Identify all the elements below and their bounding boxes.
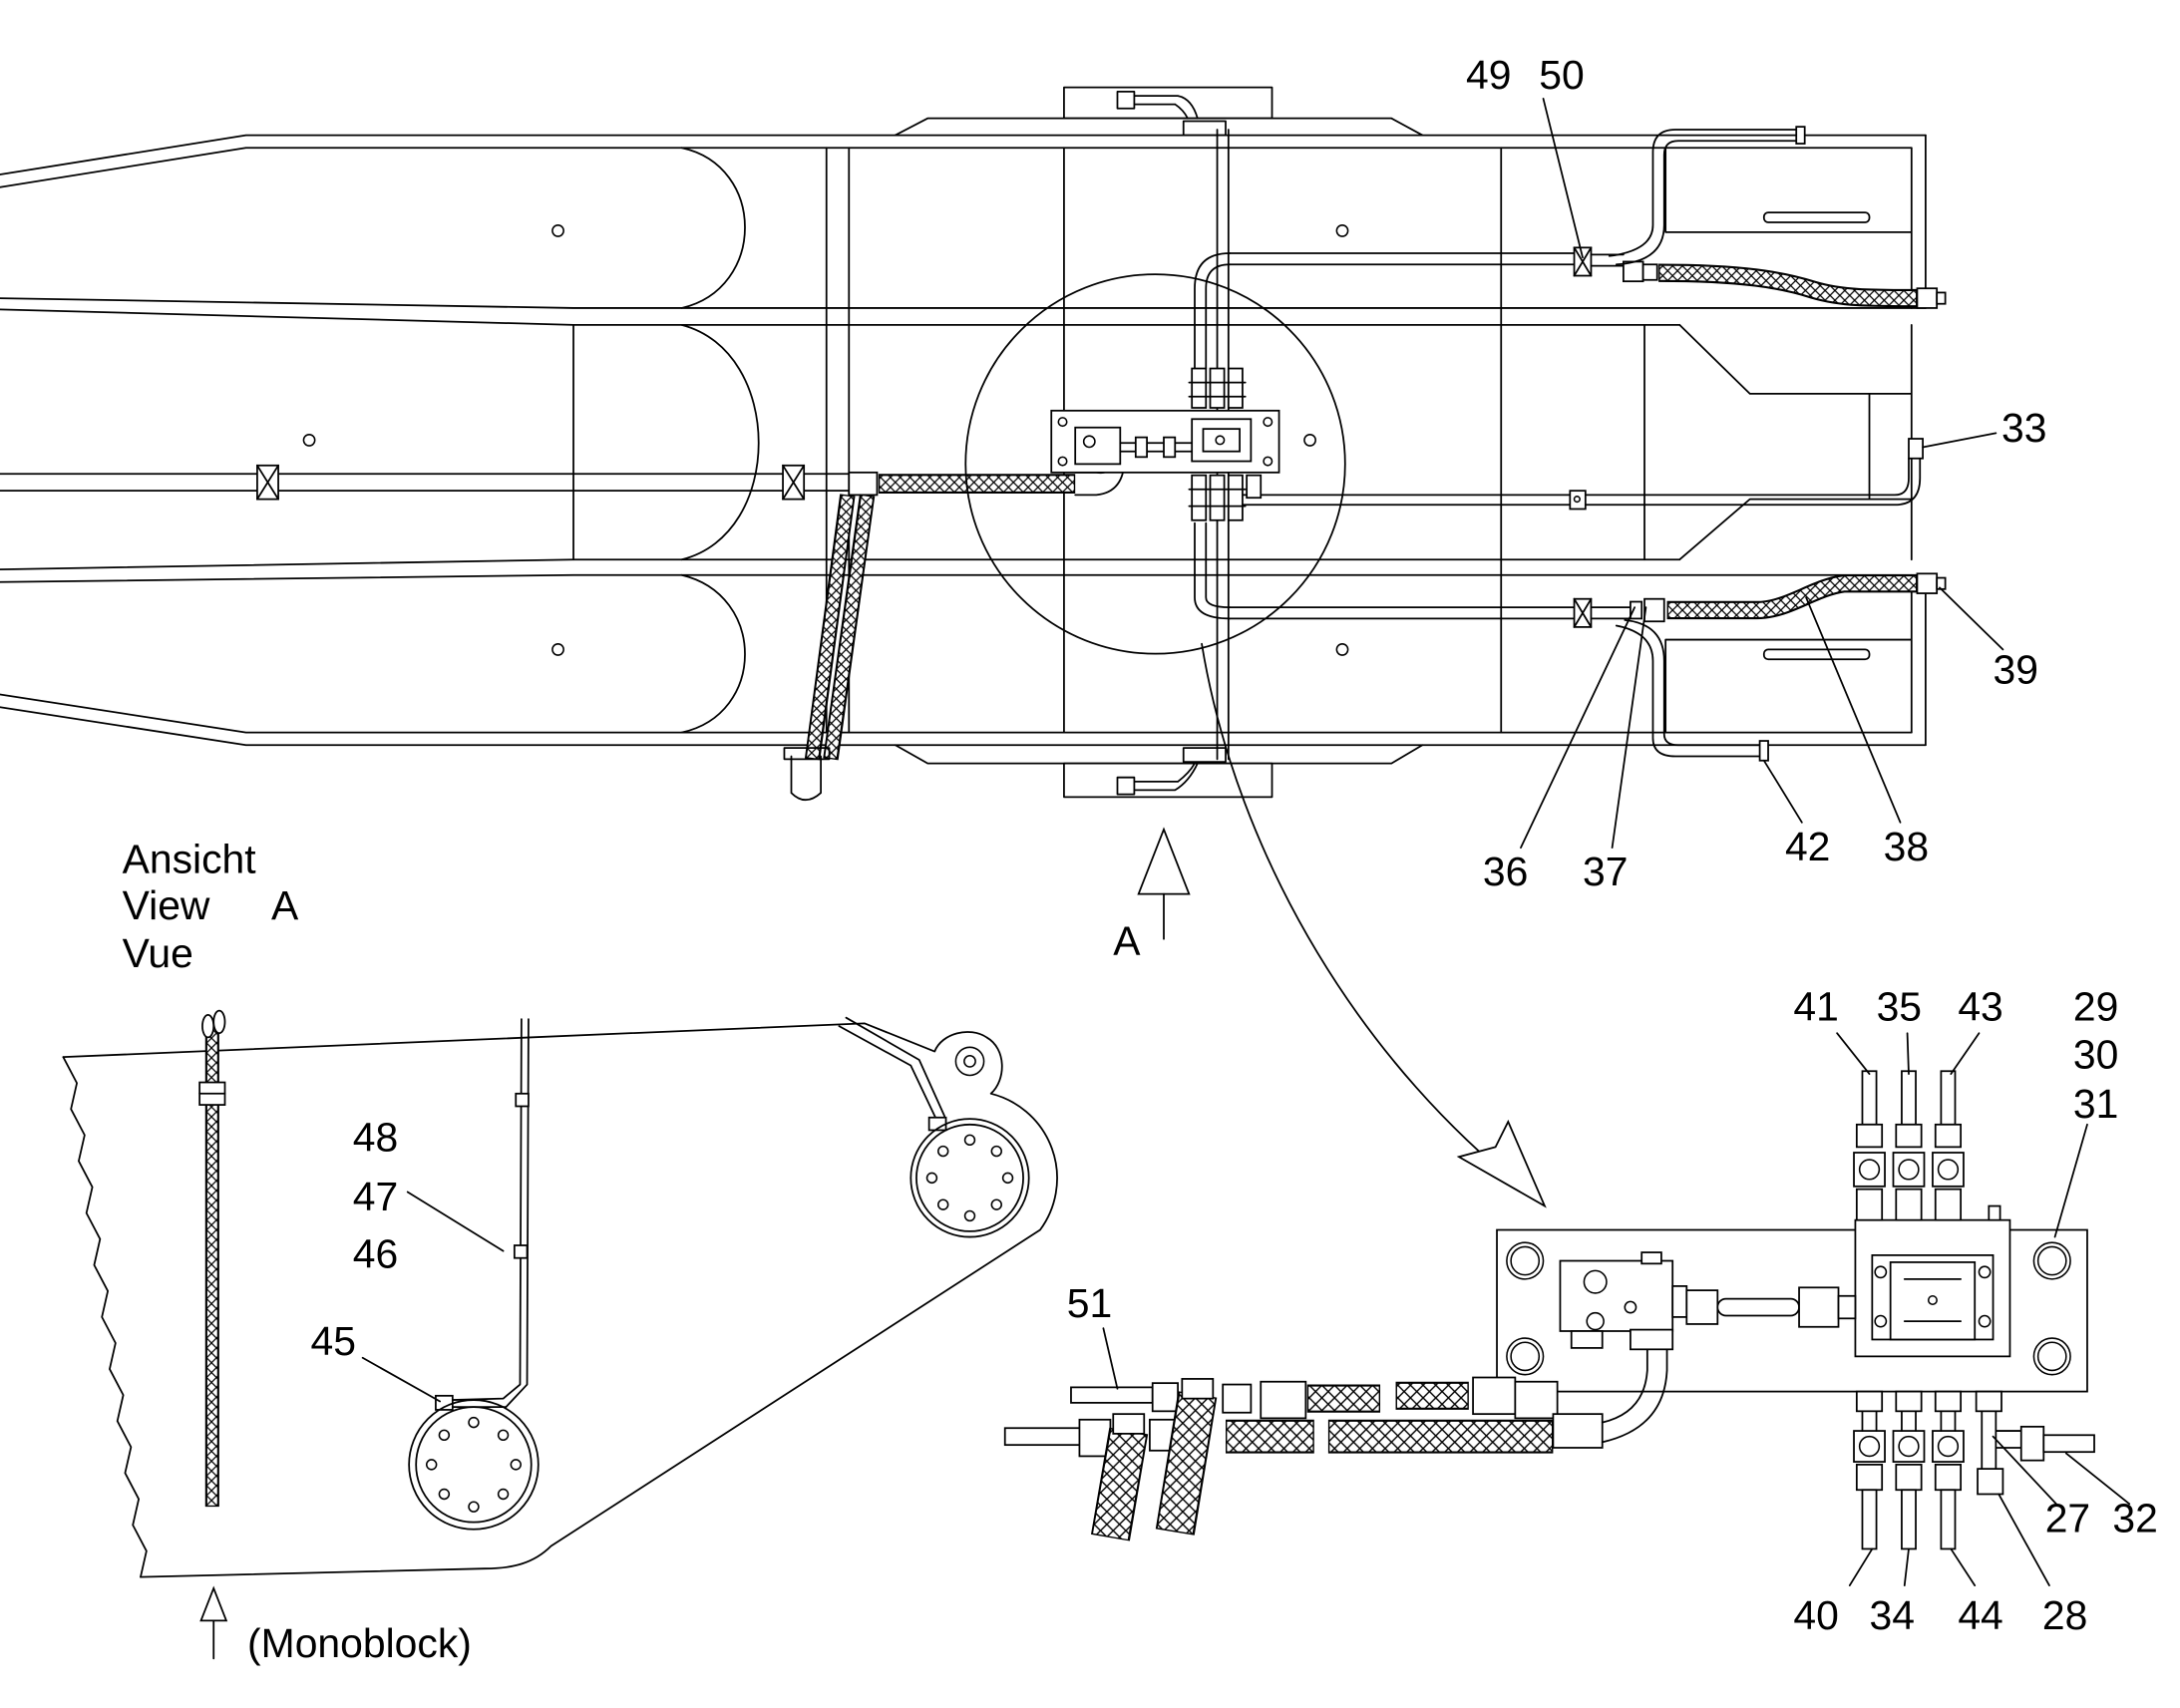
mounting-bolts (1506, 1241, 2071, 1376)
valve-block-top-view (1050, 367, 1280, 521)
hose-detail-down-a (1090, 1413, 1149, 1541)
detail-circle (964, 273, 1346, 655)
view-caption: Ansicht View A Vue (123, 837, 299, 976)
hose-detail-upper-b (1395, 1376, 1559, 1420)
pipe-51 (1070, 1380, 1307, 1420)
hose-right-top (1658, 263, 1947, 309)
pipe-u-top-fitting (1795, 126, 1806, 145)
callout-31: 31 (2073, 1081, 2118, 1127)
boom-outer-edge-top (0, 134, 1927, 188)
callout-46: 46 (353, 1231, 398, 1277)
side-leader-lines (361, 1191, 505, 1403)
boom-head-bottom-box (1664, 573, 1927, 747)
hose-right-bottom (1666, 572, 1947, 620)
boom-inner-rail-bottom (0, 558, 1927, 583)
monoblock-arrow (199, 1585, 228, 1660)
view-arrow-a (1137, 827, 1191, 940)
valve-connector-tube (1685, 1286, 1857, 1328)
hose-end-loop (783, 747, 831, 802)
pressure-valve (1074, 426, 1122, 466)
bearing-flange-left (408, 1399, 540, 1531)
callout-38: 38 (1884, 824, 1929, 869)
callout-48: 48 (353, 1115, 398, 1161)
callout-28: 28 (2042, 1592, 2087, 1638)
hose-diagonal-a (804, 494, 856, 761)
lube-fitting-33 (1908, 438, 1924, 460)
boom-top-callouts: 49 50 33 39 36 37 42 38 (1466, 52, 2046, 894)
pipe-lower (1003, 1418, 1177, 1458)
callout-43: 43 (1958, 984, 2002, 1030)
pipe-clamp (256, 464, 279, 501)
bearing-flange-right (909, 1118, 1030, 1238)
callout-41: 41 (1793, 984, 1838, 1030)
boom-break-line (62, 1056, 148, 1578)
top-fittings (1853, 1070, 1965, 1221)
callout-30: 30 (2073, 1031, 2118, 1077)
cylinder-bracket-top (894, 86, 1424, 137)
valve-detail-view: 41 35 43 29 30 31 51 27 32 40 34 44 28 (1003, 984, 2158, 1638)
hose-detail-down-b (1155, 1378, 1218, 1536)
callout-33: 33 (2001, 405, 2046, 451)
hose-side-view (198, 1009, 226, 1508)
detail-leader-lines (1102, 1032, 2131, 1586)
pipe-right-top (1229, 246, 1658, 283)
callout-35: 35 (1877, 984, 1922, 1030)
pipe-loop-bottom (1194, 521, 1232, 620)
pipe-right-bottom (1229, 597, 1665, 628)
callout-29: 29 (2073, 984, 2118, 1030)
boom-top-view: A (0, 86, 1947, 1208)
boom-head-top-box (1664, 134, 1927, 309)
pipe-clamp (782, 464, 806, 501)
monoblock-note: (Monoblock) (247, 1620, 472, 1666)
pipe-u-top (1608, 129, 1798, 266)
pipe-u-bottom (1615, 618, 1761, 758)
view-arrow-letter: A (1113, 917, 1141, 963)
boom-side-outline (62, 1022, 1058, 1578)
callout-42: 42 (1785, 824, 1830, 869)
callout-47: 47 (353, 1174, 398, 1219)
callout-39: 39 (1994, 646, 2038, 692)
caption-french: Vue (123, 930, 193, 976)
boom-plate-ends (680, 147, 760, 734)
hose-detail-lower-b (1327, 1328, 1674, 1454)
callout-36: 36 (1483, 849, 1528, 894)
pipe-u-bottom-fitting (1758, 740, 1769, 762)
grease-pipe (435, 1018, 530, 1411)
detail-pointer-arrow (1201, 642, 1547, 1208)
caption-german: Ansicht (123, 837, 257, 882)
caption-english: View (123, 882, 210, 928)
pipe-middle (1236, 457, 1922, 511)
callout-40: 40 (1793, 1592, 1838, 1638)
boom-head-clevis (1678, 323, 1924, 561)
cylinder-bracket-bottom (894, 744, 1424, 799)
callout-49: 49 (1466, 52, 1511, 98)
caption-view-letter: A (271, 882, 299, 928)
boom-inner-rail-top (0, 297, 1927, 326)
pipe-loop-top (1194, 252, 1232, 370)
callout-51: 51 (1067, 1280, 1112, 1326)
callout-50: 50 (1539, 52, 1584, 98)
boom-outer-edge-bottom (0, 693, 1927, 747)
boom-lug (954, 1046, 985, 1077)
callout-32: 32 (2112, 1496, 2157, 1541)
bottom-fittings (1853, 1390, 2095, 1550)
callout-34: 34 (1870, 1592, 1915, 1638)
boom-side-view: 48 47 46 45 (Monoblock) (62, 1009, 1058, 1666)
callout-27: 27 (2045, 1496, 2090, 1541)
hose-diagonal-b (823, 494, 876, 761)
pressure-valve-detail (1559, 1251, 1688, 1349)
callout-37: 37 (1583, 849, 1628, 894)
callout-45: 45 (310, 1318, 355, 1364)
callout-44: 44 (1958, 1592, 2002, 1638)
main-pipe (0, 464, 879, 501)
control-valve-detail (1854, 1204, 2011, 1358)
boom-holes (302, 224, 1349, 656)
leader-lines (1520, 98, 2004, 850)
